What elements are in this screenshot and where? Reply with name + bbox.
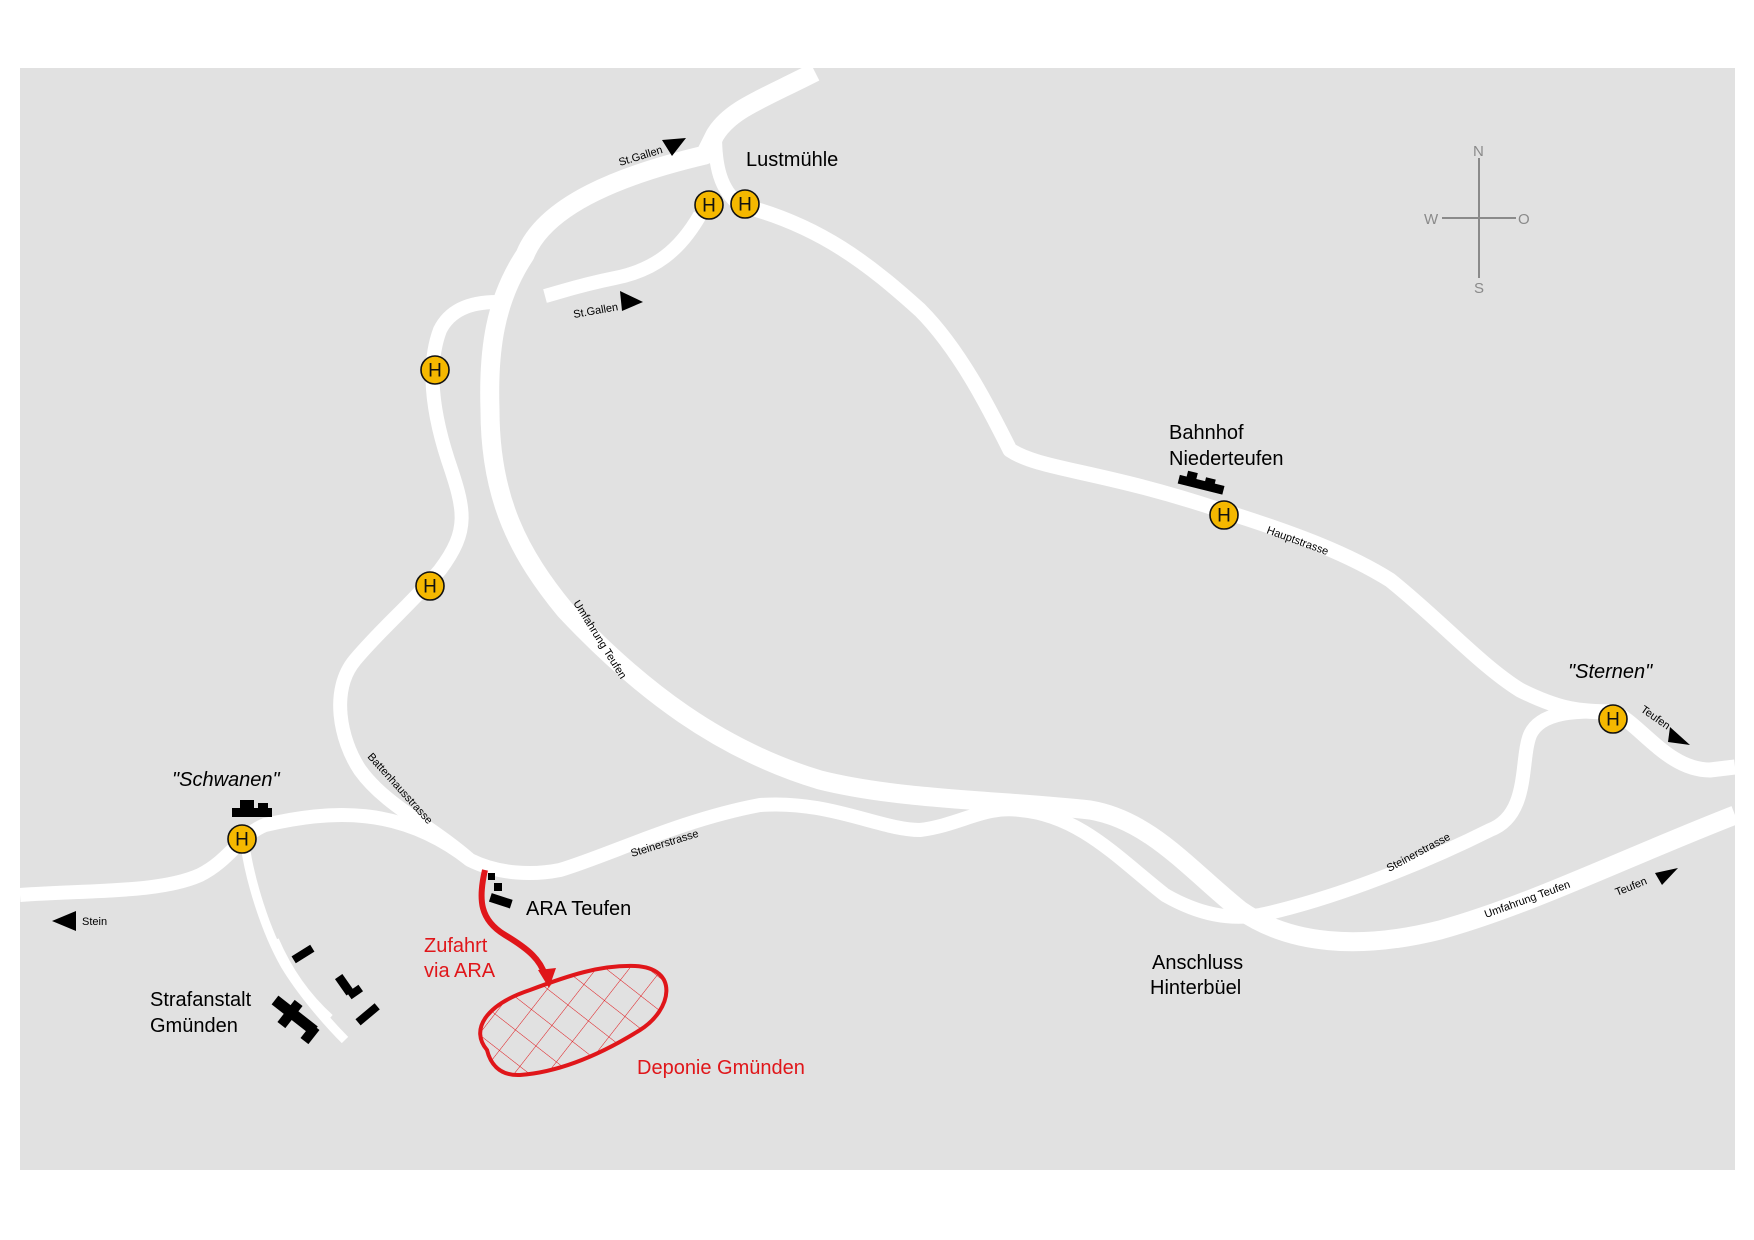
label-ara: ARA Teufen	[526, 898, 631, 920]
label-bahnhof-2: Niederteufen	[1169, 448, 1284, 470]
svg-text:H: H	[428, 361, 442, 382]
bus-stop-sternen[interactable]: H	[1598, 704, 1628, 734]
deponie-area	[478, 963, 669, 1078]
bus-stop-bahnhof[interactable]: H	[1209, 500, 1239, 530]
arrow-stein	[52, 911, 76, 931]
road-network	[19, 63, 1739, 1044]
svg-text:H: H	[423, 577, 437, 598]
access-route-via-ara	[478, 869, 548, 977]
bus-stop-upper-west[interactable]: H	[420, 355, 450, 385]
label-zufahrt-1: Zufahrt	[424, 935, 488, 957]
bus-stop-schwanen[interactable]: H	[227, 824, 257, 854]
label-lustmuehle: Lustmühle	[746, 149, 838, 171]
arrow-stgallen-1	[662, 138, 686, 156]
direction-arrows	[52, 138, 1690, 931]
arrow-teufen-umfahrung	[1655, 868, 1678, 885]
building-ara	[488, 873, 513, 909]
svg-text:H: H	[738, 195, 752, 216]
compass-rose: N S W O	[1424, 143, 1530, 297]
svg-text:H: H	[235, 830, 249, 851]
svg-text:H: H	[702, 196, 716, 217]
road-strafanstalt-branch	[271, 938, 333, 1021]
label-anschluss-1: Anschluss	[1152, 952, 1243, 974]
compass-w: W	[1424, 211, 1439, 228]
svg-text:H: H	[1606, 710, 1620, 731]
label-sternen: "Sternen"	[1568, 661, 1653, 683]
access-route-arrow	[538, 968, 556, 988]
compass-n: N	[1473, 143, 1484, 160]
building-bahnhof	[1177, 470, 1225, 495]
buildings	[232, 470, 1225, 1045]
svg-text:H: H	[1217, 506, 1231, 527]
buildings-strafanstalt	[271, 944, 380, 1045]
bus-stops: H H H H H H H	[227, 189, 1628, 854]
building-schwanen	[232, 800, 272, 817]
label-bahnhof-1: Bahnhof	[1169, 422, 1244, 444]
label-zufahrt-2: via ARA	[424, 960, 496, 982]
compass-o: O	[1518, 211, 1530, 228]
bus-stop-lustmuehle-2[interactable]: H	[730, 189, 760, 219]
road-umfahrung-teufen	[480, 63, 1739, 952]
place-labels: Lustmühle Bahnhof Niederteufen "Sternen"…	[150, 149, 1653, 1079]
arrow-stgallen-2	[620, 291, 643, 311]
label-strafanstalt-1: Strafanstalt	[150, 989, 252, 1011]
bus-stop-lustmuehle-1[interactable]: H	[694, 190, 724, 220]
label-dir-stein: Stein	[82, 916, 107, 928]
compass-s: S	[1474, 280, 1484, 297]
arrow-teufen-sternen	[1668, 727, 1690, 745]
road-stgallen	[543, 211, 707, 303]
label-strafanstalt-2: Gmünden	[150, 1015, 238, 1037]
bus-stop-lower-west[interactable]: H	[415, 571, 445, 601]
label-anschluss-2: Hinterbüel	[1150, 977, 1241, 999]
label-schwanen: "Schwanen"	[172, 769, 280, 791]
label-deponie: Deponie Gmünden	[637, 1057, 805, 1079]
deponie-access	[478, 869, 669, 1078]
road-steinerstrasse-west	[19, 704, 1616, 924]
